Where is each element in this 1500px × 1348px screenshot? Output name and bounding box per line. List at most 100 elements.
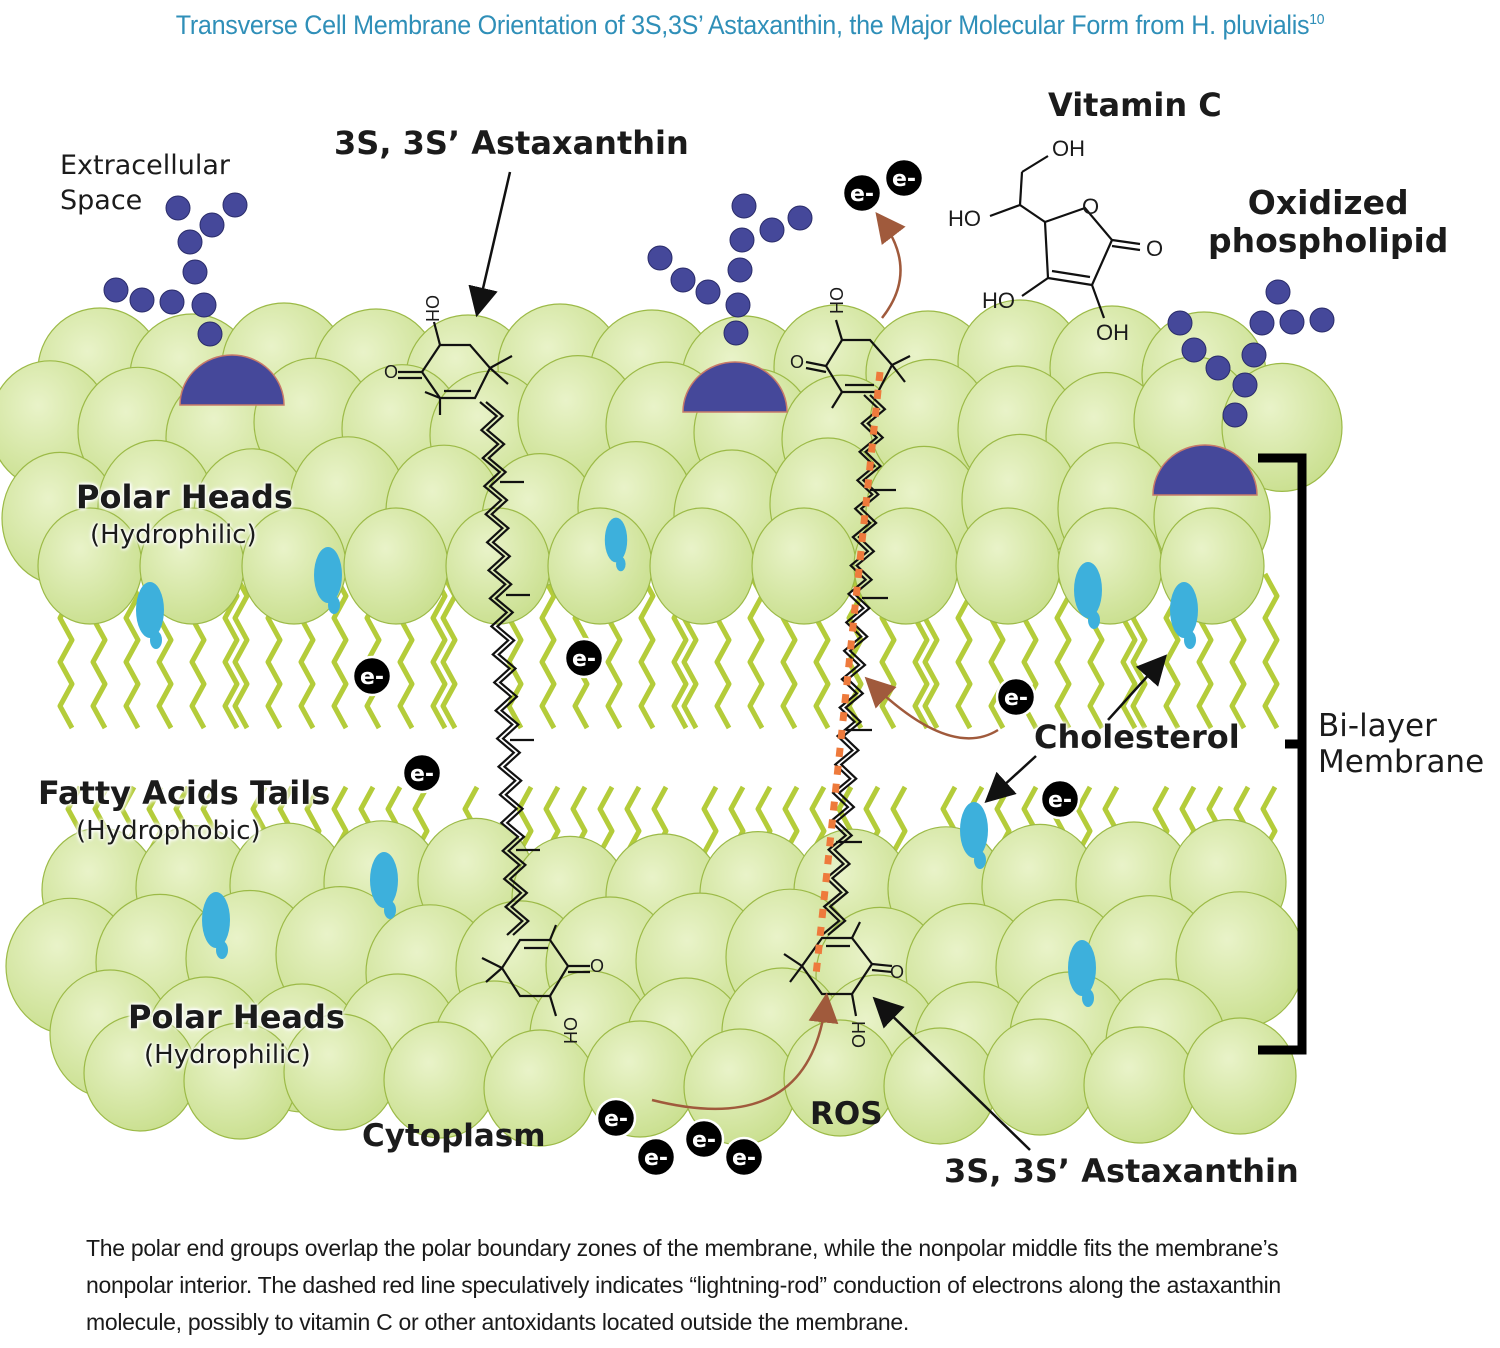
sugar-bead	[197, 321, 223, 347]
title-text: Transverse Cell Membrane Orientation of …	[175, 10, 1310, 40]
electron-body	[1039, 778, 1081, 820]
pointer-astaxanthin-bottom	[872, 996, 1031, 1151]
polar-head	[1183, 1017, 1297, 1135]
electron-label: e-	[410, 762, 434, 787]
label-polar-heads-top: Polar Heads	[76, 478, 293, 516]
electron-label: e-	[732, 1146, 756, 1171]
electron: e-	[635, 1136, 677, 1178]
tail-upper	[1262, 572, 1280, 730]
electron: e-	[883, 157, 925, 199]
electron: e-	[401, 752, 443, 794]
electron-body	[401, 752, 443, 794]
bilayer-bracket	[1258, 453, 1307, 1055]
vitc-o-ring: O	[1082, 194, 1100, 219]
vitc-oh-top: OH	[1052, 136, 1085, 161]
polar-head	[751, 507, 857, 625]
label-cytoplasm: Cytoplasm	[362, 1118, 546, 1154]
electron-label: e-	[1048, 788, 1072, 813]
sugar-bead	[1167, 310, 1193, 336]
electron: e-	[723, 1136, 765, 1178]
electron-body	[883, 157, 925, 199]
figure-caption: The polar end groups overlap the polar b…	[86, 1235, 1281, 1335]
electron-label: e-	[644, 1146, 668, 1171]
polar-head	[983, 1018, 1097, 1136]
electron-body	[351, 655, 393, 697]
sugar-bead	[1181, 337, 1207, 363]
electron-body	[635, 1136, 677, 1178]
label-astaxanthin-top: 3S, 3S’ Astaxanthin	[334, 124, 689, 162]
tail-upper	[430, 572, 448, 730]
cholesterol-tail	[150, 631, 162, 649]
polar-head	[547, 507, 653, 625]
glycolipid-cap	[682, 361, 788, 413]
sugar-bead	[729, 227, 755, 253]
vitc-o-ketone: O	[1146, 236, 1164, 261]
electron-label: e-	[604, 1107, 628, 1132]
label-fatty-acids: Fatty Acids Tails	[38, 774, 331, 812]
vitc-oh-bottom: OH	[1096, 320, 1129, 345]
sugar-bead	[1232, 372, 1258, 398]
label-hydrophilic-top: (Hydrophilic)	[90, 520, 257, 550]
sugar-bead	[1222, 402, 1248, 428]
sugar-bead	[199, 212, 225, 238]
sugar-bead	[103, 277, 129, 303]
electron-body	[723, 1136, 765, 1178]
label-hydrophilic-bottom: (Hydrophilic)	[144, 1040, 311, 1070]
glycolipid-cap	[179, 354, 285, 406]
sugar-bead	[731, 193, 757, 219]
electron: e-	[995, 676, 1037, 718]
label-hydrophobic: (Hydrophobic)	[76, 816, 261, 846]
cholesterol-tail	[974, 851, 986, 869]
arrow-to-vitamin-c	[875, 212, 906, 319]
astax-right-oh-top: OH	[826, 287, 846, 314]
sugar-bead	[1241, 342, 1267, 368]
cholesterol	[604, 517, 628, 563]
sugar-bead	[129, 287, 155, 313]
polar-head	[955, 507, 1061, 625]
astax-left-oh-bottom: OH	[560, 1017, 580, 1044]
electron-label: e-	[892, 167, 916, 192]
sugar-chains	[103, 192, 1335, 428]
tail-upper	[747, 572, 765, 730]
astax-left-o-top: O	[384, 362, 399, 382]
electron: e-	[1039, 778, 1081, 820]
electron: e-	[351, 655, 393, 697]
cholesterol	[960, 802, 988, 858]
label-astaxanthin-bottom: 3S, 3S’ Astaxanthin	[944, 1152, 1299, 1190]
electron-label: e-	[850, 182, 874, 207]
electron-body	[595, 1097, 637, 1139]
glycolipid-cap	[1152, 444, 1258, 496]
label-oxidized-phospholipid: Oxidized phospholipid	[1208, 183, 1449, 260]
sugar-bead	[1205, 355, 1231, 381]
vitc-ho-bottom: HO	[982, 288, 1015, 313]
cholesterol	[370, 852, 398, 908]
sugar-bead	[727, 257, 753, 283]
electron-flow-arrows	[651, 212, 999, 1111]
tail-upper	[331, 572, 349, 730]
cholesterol	[1170, 582, 1198, 638]
polar-head	[1083, 1026, 1197, 1144]
astax-left-oh-top: OH	[422, 295, 442, 322]
cholesterol	[1068, 940, 1096, 996]
electron-body	[841, 172, 883, 214]
label-bilayer-membrane: Bi-layer Membrane	[1318, 708, 1485, 780]
sugar-bead	[1309, 307, 1335, 333]
cholesterol-tail	[1184, 631, 1196, 649]
cholesterol-tail	[1082, 989, 1094, 1007]
cholesterol-tail	[216, 941, 228, 959]
cholesterol-tail	[328, 596, 340, 614]
sugar-bead	[165, 195, 191, 221]
cholesterol	[136, 582, 164, 638]
sugar-bead	[787, 205, 813, 231]
sugar-bead	[191, 292, 217, 318]
figure-title: Transverse Cell Membrane Orientation of …	[53, 10, 1448, 41]
sugar-bead	[695, 279, 721, 305]
sugar-bead	[647, 245, 673, 271]
astax-left-o-bottom: O	[590, 956, 605, 976]
cholesterol	[314, 547, 342, 603]
sugar-bead	[182, 259, 208, 285]
sugar-bead	[1249, 310, 1275, 336]
polar-head	[343, 507, 449, 625]
label-pointer-arrows	[468, 171, 1168, 1151]
